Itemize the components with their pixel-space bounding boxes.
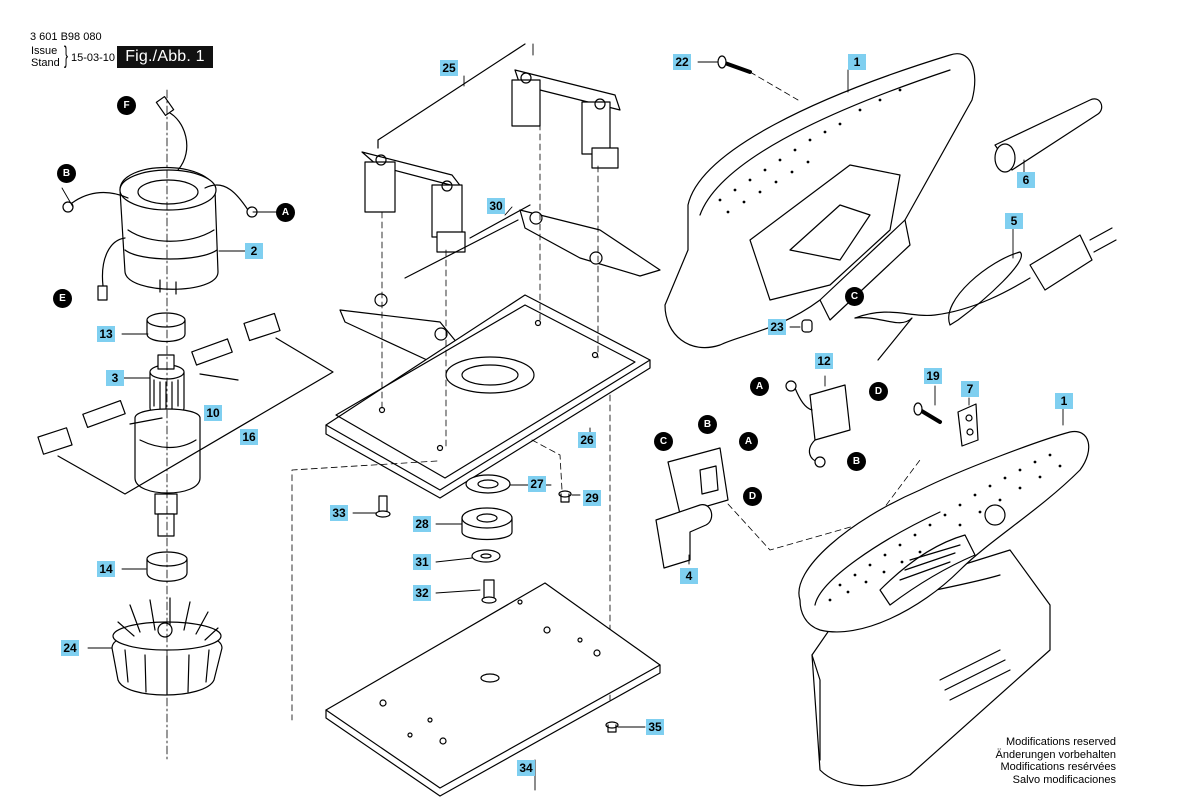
connector-marker-b: B <box>698 415 717 434</box>
part-label-22: 22 <box>673 54 691 70</box>
connector-marker-d: D <box>743 487 762 506</box>
small-part-23 <box>801 319 813 333</box>
washer-27-part <box>465 474 511 494</box>
connector-marker-a: A <box>739 432 758 451</box>
stand-label: Stand <box>31 57 60 69</box>
connector-marker-c: C <box>654 432 673 451</box>
part-label-24: 24 <box>61 640 79 656</box>
document-number: 3 601 B98 080 <box>30 31 102 43</box>
brush-holders-part <box>37 312 334 495</box>
connector-marker-b: B <box>57 164 76 183</box>
part-label-12: 12 <box>815 353 833 369</box>
connector-marker-e: E <box>53 289 72 308</box>
power-cord-part <box>854 227 1117 361</box>
capacitor-part <box>785 380 851 468</box>
part-label-35: 35 <box>646 719 664 735</box>
screw-35-part <box>605 721 619 733</box>
connector-marker-a: A <box>750 377 769 396</box>
note-de: Änderungen vorbehalten <box>995 748 1116 761</box>
note-en: Modifications reserved <box>1005 736 1116 748</box>
part-label-16: 16 <box>240 429 258 445</box>
connector-marker-a: A <box>276 203 295 222</box>
issue-label: Issue <box>31 45 58 57</box>
housing-shell-part <box>664 53 976 349</box>
assembled-sander-part <box>798 430 1090 787</box>
connector-marker-b: B <box>847 452 866 471</box>
part-label-33: 33 <box>330 505 348 521</box>
part-label-6: 6 <box>1017 172 1035 188</box>
connector-marker-f: F <box>117 96 136 115</box>
cable-sleeve-part <box>994 98 1103 173</box>
guide-frame-part <box>361 43 621 253</box>
screw-29-part <box>558 490 572 503</box>
field-coil-part <box>62 95 258 301</box>
part-label-23: 23 <box>768 319 786 335</box>
part-label-13: 13 <box>97 326 115 342</box>
part-label-1-sander: 1 <box>1055 393 1073 409</box>
part-label-29: 29 <box>583 490 601 506</box>
screw-22-part <box>717 55 799 101</box>
carbon-brushes-part <box>82 338 239 429</box>
issue-date: 15-03-10 <box>71 52 116 64</box>
part-label-7: 7 <box>961 381 979 397</box>
counterweight-28-part <box>461 507 513 541</box>
base-plate-part <box>325 294 651 499</box>
figure-label: Fig./Abb. 1 <box>117 46 213 68</box>
part-label-31: 31 <box>413 554 431 570</box>
screw-19-part <box>913 402 942 424</box>
part-label-30: 30 <box>487 198 505 214</box>
brace-icon: } <box>64 42 69 69</box>
bearing-13-part <box>146 312 186 343</box>
part-label-32: 32 <box>413 585 431 601</box>
part-label-26: 26 <box>578 432 596 448</box>
part-label-25: 25 <box>440 60 458 76</box>
part-label-3: 3 <box>106 370 124 386</box>
part-label-19: 19 <box>924 368 942 384</box>
screw-33-part <box>375 495 391 518</box>
part-label-28: 28 <box>413 516 431 532</box>
part-label-4: 4 <box>680 568 698 584</box>
part-label-1-housing: 1 <box>848 54 866 70</box>
note-fr: Modifications resérvées <box>1000 761 1116 773</box>
washer-31-part <box>471 549 501 563</box>
cable-clip-part <box>957 403 979 447</box>
modification-notes: Modifications reserved Änderungen vorbeh… <box>980 736 1116 786</box>
part-label-34: 34 <box>517 760 535 776</box>
part-label-14: 14 <box>97 561 115 577</box>
sanding-pad-part <box>325 582 661 797</box>
switch-part <box>655 447 921 569</box>
screw-32-part <box>481 579 497 604</box>
part-label-27: 27 <box>528 476 546 492</box>
spring-plates-part <box>339 204 661 367</box>
part-label-10: 10 <box>204 405 222 421</box>
part-label-5: 5 <box>1005 213 1023 229</box>
part-label-2: 2 <box>245 243 263 259</box>
connector-marker-c: C <box>845 287 864 306</box>
connector-marker-d: D <box>869 382 888 401</box>
note-es: Salvo modificaciones <box>1012 773 1116 786</box>
armature-part <box>134 354 201 537</box>
